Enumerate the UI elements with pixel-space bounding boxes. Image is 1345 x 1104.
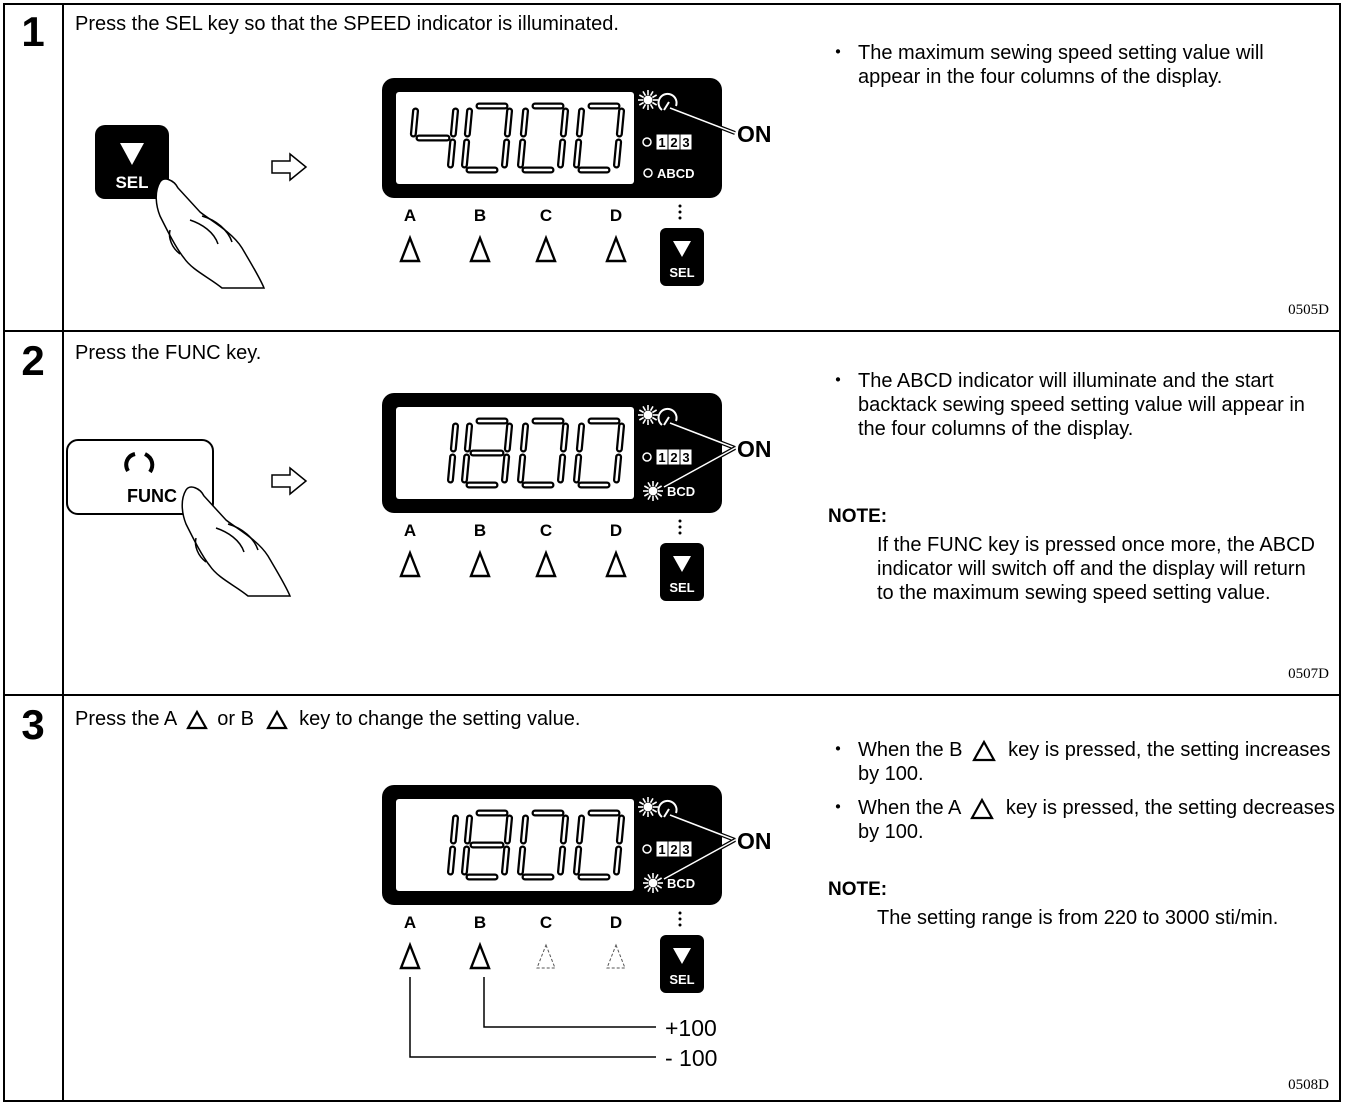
bullet-text: The maximum sewing speed setting value w…	[858, 41, 1323, 89]
program-digit: 3	[682, 135, 689, 150]
separator-dot	[679, 912, 682, 915]
separator-dot	[679, 924, 682, 927]
arrow-right-icon	[270, 152, 310, 182]
a-key-triangle-icon	[970, 798, 994, 820]
step-number: 3	[5, 701, 61, 749]
pressing-hand-icon	[156, 179, 264, 288]
key-letter-label: B	[474, 913, 486, 932]
on-label: ON	[737, 828, 772, 854]
key-letter-label: D	[610, 206, 622, 225]
sel-key-label: SEL	[669, 972, 694, 987]
pressing-hand-icon	[182, 487, 290, 596]
figure-code: 0508D	[1288, 1077, 1329, 1094]
step-title: Press the FUNC key.	[75, 342, 261, 365]
a-key-triangle-icon	[186, 710, 208, 730]
key-letter-label: B	[474, 521, 486, 540]
abcd-label: BCD	[667, 484, 695, 499]
bullet-text-part: When the B	[858, 739, 963, 761]
title-part: Press the A	[75, 708, 176, 730]
func-key-label: FUNC	[127, 486, 177, 506]
key-letter-label: A	[404, 521, 416, 540]
triangle-key-c[interactable]	[537, 945, 555, 968]
key-letter-label: C	[540, 521, 552, 540]
key-letter-label: B	[474, 206, 486, 225]
note-label: NOTE:	[828, 506, 887, 528]
note-label: NOTE:	[828, 879, 887, 901]
key-letter-label: C	[540, 206, 552, 225]
triangle-key-a[interactable]	[401, 553, 419, 576]
triangle-key-b[interactable]	[471, 945, 489, 968]
program-digit: 3	[682, 842, 689, 857]
sel-key-label: SEL	[115, 173, 148, 192]
arrow-right-icon	[270, 466, 310, 496]
separator-dot	[679, 217, 682, 220]
key-letter-label: A	[404, 913, 416, 932]
b-key-triangle-icon	[266, 710, 288, 730]
step-number: 1	[5, 8, 61, 56]
note-text: If the FUNC key is pressed once more, th…	[877, 533, 1322, 605]
bullet-mark: ・	[828, 41, 848, 65]
program-digit: 3	[682, 450, 689, 465]
abcd-label: BCD	[667, 876, 695, 891]
bullet-text: The ABCD indicator will illuminate and t…	[858, 369, 1323, 441]
key-letter-label: D	[610, 913, 622, 932]
program-digit: 1	[658, 842, 665, 857]
program-digit: 1	[658, 450, 665, 465]
triangle-key-b[interactable]	[471, 553, 489, 576]
bullet-mark: ・	[828, 738, 848, 762]
figure-code: 0507D	[1288, 666, 1329, 683]
program-digit: 2	[670, 135, 677, 150]
triangle-key-a[interactable]	[401, 945, 419, 968]
step-title: Press the SEL key so that the SPEED indi…	[75, 13, 619, 36]
bullet-text-part: When the A	[858, 797, 960, 819]
increase-label: +100	[665, 1015, 717, 1041]
on-label: ON	[737, 436, 772, 462]
separator-dot	[679, 211, 682, 214]
sel-key-label: SEL	[669, 580, 694, 595]
sel-key-label: SEL	[669, 265, 694, 280]
separator-dot	[679, 205, 682, 208]
separator-dot	[679, 532, 682, 535]
key-letter-label: D	[610, 521, 622, 540]
triangle-key-c[interactable]	[537, 238, 555, 261]
decrease-label: - 100	[665, 1045, 717, 1071]
step-number: 2	[5, 337, 61, 385]
triangle-key-d[interactable]	[607, 945, 625, 968]
bullet-text: When the A key is pressed, the setting d…	[858, 796, 1338, 844]
bullet-mark: ・	[828, 369, 848, 393]
key-letter-label: A	[404, 206, 416, 225]
triangle-key-d[interactable]	[607, 238, 625, 261]
program-digit: 2	[670, 842, 677, 857]
bullet-text: When the B key is pressed, the setting i…	[858, 738, 1338, 786]
abcd-label: ABCD	[657, 166, 695, 181]
b-key-triangle-icon	[972, 740, 996, 762]
triangle-key-d[interactable]	[607, 553, 625, 576]
program-digit: 2	[670, 450, 677, 465]
func-key-illustration: FUNC	[64, 436, 304, 606]
sel-key-illustration: SEL	[92, 120, 292, 290]
title-part: or B	[217, 708, 254, 730]
separator-dot	[679, 526, 682, 529]
separator-dot	[679, 520, 682, 523]
title-part: key to change the setting value.	[299, 708, 580, 730]
step-title: Press the A or B key to change the setti…	[75, 708, 580, 731]
control-panel: 123BCDONABCDSEL	[380, 785, 790, 997]
note-text: The setting range is from 220 to 3000 st…	[877, 906, 1297, 930]
triangle-key-b[interactable]	[471, 238, 489, 261]
triangle-key-a[interactable]	[401, 238, 419, 261]
figure-code: 0505D	[1288, 302, 1329, 319]
separator-dot	[679, 918, 682, 921]
program-digit: 1	[658, 135, 665, 150]
on-label: ON	[737, 121, 772, 147]
row-divider	[3, 330, 1341, 332]
triangle-key-c[interactable]	[537, 553, 555, 576]
key-letter-label: C	[540, 913, 552, 932]
bullet-mark: ・	[828, 796, 848, 820]
row-divider	[3, 694, 1341, 696]
